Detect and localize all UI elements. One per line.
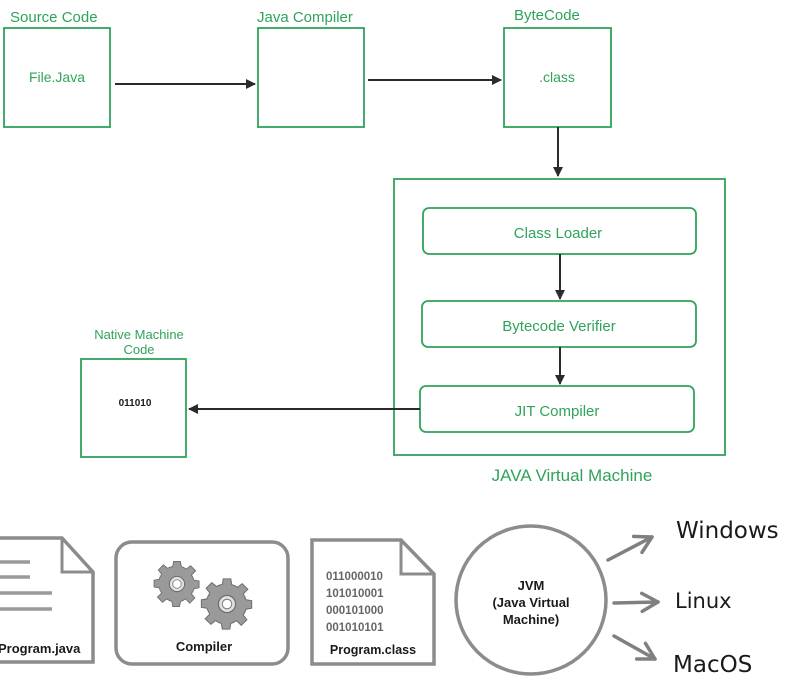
binary-line: 011000010	[326, 571, 383, 583]
source-code-title: Source Code	[10, 9, 98, 26]
native-code-value: 011010	[119, 398, 152, 409]
bytecode-title: ByteCode	[514, 7, 580, 24]
source-code-file: File.Java	[29, 69, 85, 85]
compiler-label: Compiler	[176, 639, 232, 654]
jvm-label-line1: JVM	[518, 578, 545, 593]
program-java-label: Program.java	[0, 641, 81, 656]
native-title-line2: Code	[123, 342, 154, 357]
binary-line: 001010101	[326, 622, 384, 634]
platform-linux: Linux	[675, 589, 732, 613]
java-compiler-box	[257, 27, 365, 128]
java-compiler-title: Java Compiler	[257, 9, 353, 26]
program-class-label: Program.class	[330, 643, 416, 657]
arrow-to-windows	[606, 534, 654, 562]
jvm-circle	[454, 524, 608, 676]
jvm-caption: JAVA Virtual Machine	[492, 466, 653, 485]
platform-windows: Windows	[676, 518, 779, 544]
jvm-label-line2: (Java Virtual	[492, 595, 569, 610]
class-loader-label: Class Loader	[514, 225, 602, 242]
gear-icon	[153, 560, 200, 608]
bytecode-class: .class	[539, 69, 575, 85]
source-code-box	[3, 27, 111, 128]
native-code-box	[80, 358, 187, 458]
bytecode-box	[503, 27, 612, 128]
program-class-fold	[399, 540, 434, 576]
platform-macos: MacOS	[673, 652, 752, 678]
program-java-fold	[60, 538, 93, 574]
native-title-line1: Native Machine	[94, 327, 184, 342]
gear-icon	[200, 578, 253, 630]
jit-compiler-label: JIT Compiler	[515, 403, 600, 420]
arrow-to-linux	[612, 591, 660, 614]
binary-line: 000101000	[326, 605, 384, 617]
jvm-label-line3: Machine)	[503, 612, 559, 627]
binary-line: 101010001	[326, 588, 384, 600]
program-class-document	[310, 538, 436, 666]
bytecode-verifier-label: Bytecode Verifier	[502, 318, 615, 335]
arrow-to-macos	[612, 634, 657, 661]
program-java-document	[0, 536, 95, 664]
